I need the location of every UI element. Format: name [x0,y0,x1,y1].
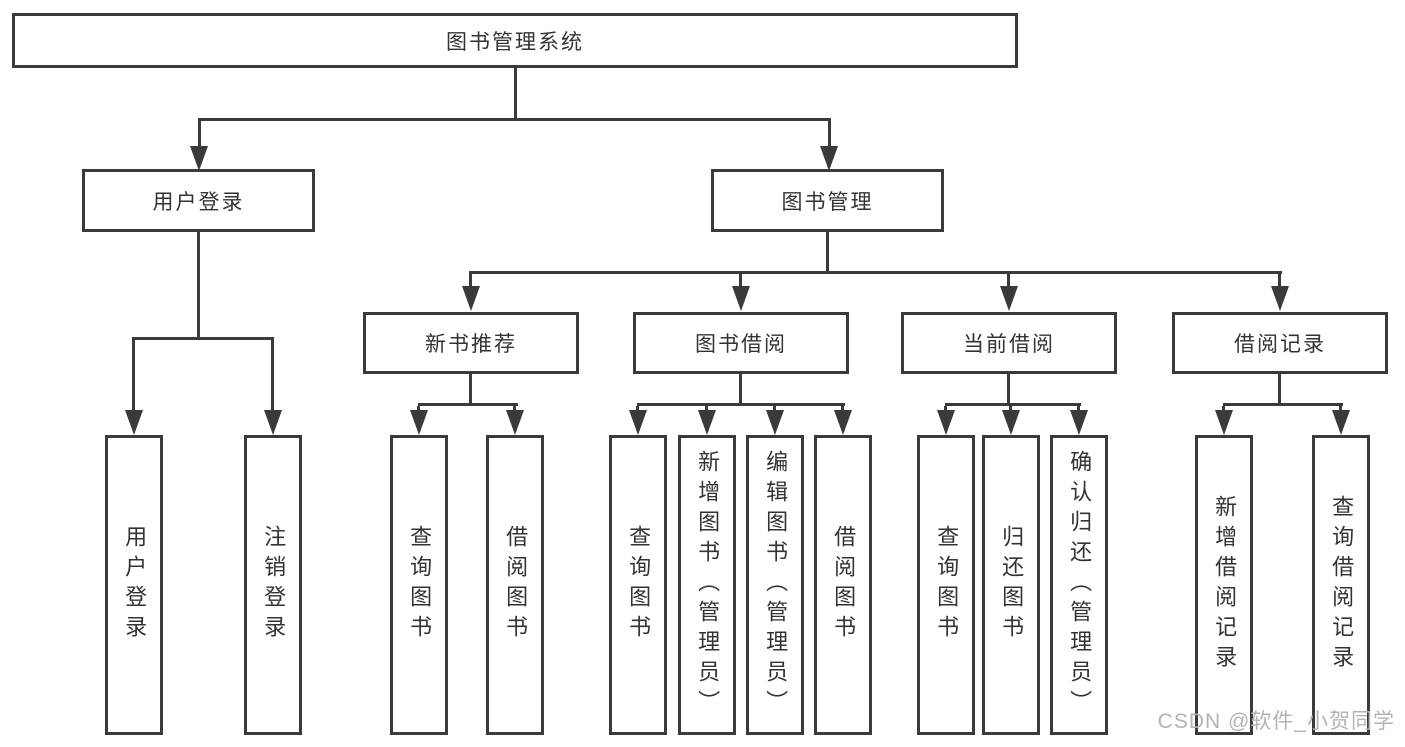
arrowhead-down-icon [629,410,647,435]
connector-stub [773,406,776,412]
arrowhead-down-icon [732,286,750,311]
connector-stub [469,274,472,288]
leaf-query-books-borrow: 查询图书 [609,435,667,735]
connector-stub [132,340,135,412]
arrowhead-down-icon [410,410,428,435]
leaf-label: 借阅图书 [831,525,857,645]
arrowhead-down-icon [698,410,716,435]
leaf-query-books-current: 查询图书 [917,435,975,735]
watermark-text: CSDN @软件_小贺同学 [1157,710,1395,733]
arrowhead-down-icon [190,146,208,171]
arrowhead-down-icon [1000,286,1018,311]
connector-stub [828,121,831,148]
arrowhead-down-icon [820,146,838,171]
node-book-borrowing: 图书借阅 [633,312,849,374]
connector-hline [1223,403,1343,406]
node-borrowing-records: 借阅记录 [1172,312,1388,374]
connector-stub [1222,406,1225,412]
leaf-label: 编辑图书（管理员） [763,450,789,720]
leaf-borrow-books-recommend: 借阅图书 [486,435,544,735]
arrowhead-down-icon [1070,410,1088,435]
connector-stub [1007,274,1010,288]
leaf-label: 确认归还（管理员） [1067,450,1093,720]
leaf-edit-books-admin: 编辑图书（管理员） [746,435,804,735]
connector-stub [944,406,947,412]
leaf-label: 借阅图书 [503,525,529,645]
connector-vline [826,232,829,273]
connector-vline [1278,374,1281,405]
node-label: 用户登录 [152,190,245,214]
connector-stub [739,274,742,288]
leaf-label: 用户登录 [122,525,148,645]
leaf-label: 新增借阅记录 [1212,495,1238,675]
arrowhead-down-icon [766,410,784,435]
connector-stub [417,406,420,412]
connector-hline [132,337,274,340]
connector-stub [198,121,201,148]
arrowhead-down-icon [834,410,852,435]
arrowhead-down-icon [1271,286,1289,311]
arrowhead-down-icon [1002,410,1020,435]
node-new-book-recommendation: 新书推荐 [363,312,579,374]
leaf-return-books: 归还图书 [982,435,1040,735]
connector-stub [1009,406,1012,412]
leaf-confirm-return-admin: 确认归还（管理员） [1050,435,1108,735]
node-label: 图书借阅 [695,333,787,356]
connector-stub [1278,274,1281,288]
connector-hline [198,118,831,121]
leaf-query-borrow-record: 查询借阅记录 [1312,435,1370,735]
connector-stub [1339,406,1342,412]
leaf-user-login: 用户登录 [105,435,163,735]
leaf-label: 归还图书 [999,525,1025,645]
connector-stub [271,340,274,412]
connector-vline [1007,374,1010,405]
arrowhead-down-icon [937,410,955,435]
connector-stub [1077,406,1080,412]
leaf-add-borrow-record: 新增借阅记录 [1195,435,1253,735]
connector-stub [841,406,844,412]
node-label: 图书管理 [781,190,874,214]
connector-vline [739,374,742,405]
connector-stub [513,406,516,412]
connector-hline [469,271,1282,274]
connector-hline [945,403,1081,406]
node-label: 当前借阅 [963,333,1055,356]
arrowhead-down-icon [1332,410,1350,435]
leaf-logout: 注销登录 [244,435,302,735]
node-label: 新书推荐 [425,333,517,356]
connector-vline [469,374,472,405]
connector-vline [197,232,200,339]
leaf-borrow-books: 借阅图书 [814,435,872,735]
arrowhead-down-icon [506,410,524,435]
connector-vline [514,68,517,118]
node-library-system: 图书管理系统 [12,13,1018,68]
node-label: 借阅记录 [1234,333,1326,356]
connector-stub [705,406,708,412]
arrowhead-down-icon [462,286,480,311]
connector-hline [418,403,518,406]
leaf-label: 新增图书（管理员） [695,450,721,720]
leaf-add-books-admin: 新增图书（管理员） [678,435,736,735]
leaf-label: 注销登录 [261,525,287,645]
node-label: 图书管理系统 [446,30,584,54]
leaf-label: 查询图书 [934,525,960,645]
node-user-login: 用户登录 [82,169,315,232]
arrowhead-down-icon [125,410,143,435]
arrowhead-down-icon [264,410,282,435]
leaf-query-books-recommend: 查询图书 [390,435,448,735]
node-current-borrowing: 当前借阅 [901,312,1117,374]
arrowhead-down-icon [1215,410,1233,435]
leaf-label: 查询图书 [407,525,433,645]
connector-stub [636,406,639,412]
leaf-label: 查询借阅记录 [1329,495,1355,675]
node-book-management: 图书管理 [711,169,944,232]
connector-hline [637,403,845,406]
leaf-label: 查询图书 [626,525,652,645]
